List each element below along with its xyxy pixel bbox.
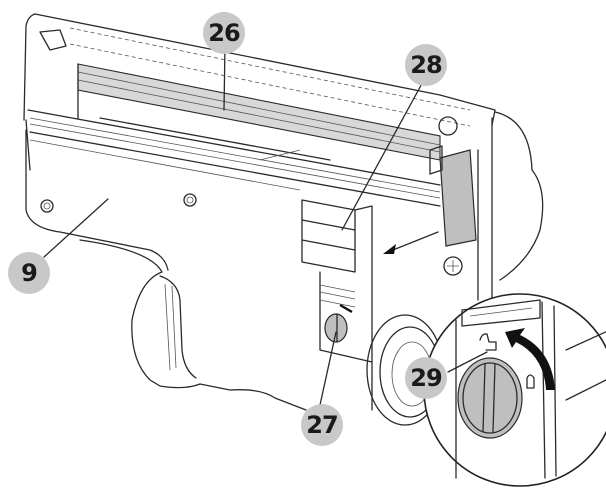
side-plate xyxy=(25,129,197,271)
callout-28-label: 28 xyxy=(410,51,442,79)
leader-9 xyxy=(43,198,109,258)
small-knob xyxy=(324,303,353,343)
callout-9: 9 xyxy=(8,252,50,294)
callout-27-label: 27 xyxy=(306,411,338,439)
lower-housing xyxy=(79,239,307,411)
leader-26 xyxy=(223,43,226,111)
leader-29 xyxy=(447,351,488,373)
direction-arrow xyxy=(383,231,439,254)
callout-26: 26 xyxy=(203,12,245,54)
leader-27 xyxy=(319,331,337,406)
right-cover xyxy=(429,111,544,301)
print-roller xyxy=(77,63,441,161)
magnified-detail xyxy=(423,293,606,487)
bracket xyxy=(301,199,373,411)
callout-27: 27 xyxy=(301,404,343,446)
top-housing xyxy=(23,13,496,171)
callout-9-label: 9 xyxy=(21,259,38,287)
callout-29-label: 29 xyxy=(410,364,442,392)
callout-28: 28 xyxy=(405,44,447,86)
callout-29: 29 xyxy=(405,357,447,399)
leader-lines xyxy=(43,43,488,406)
rails xyxy=(27,109,441,207)
leader-28 xyxy=(341,77,426,231)
callout-26-label: 26 xyxy=(208,19,240,47)
